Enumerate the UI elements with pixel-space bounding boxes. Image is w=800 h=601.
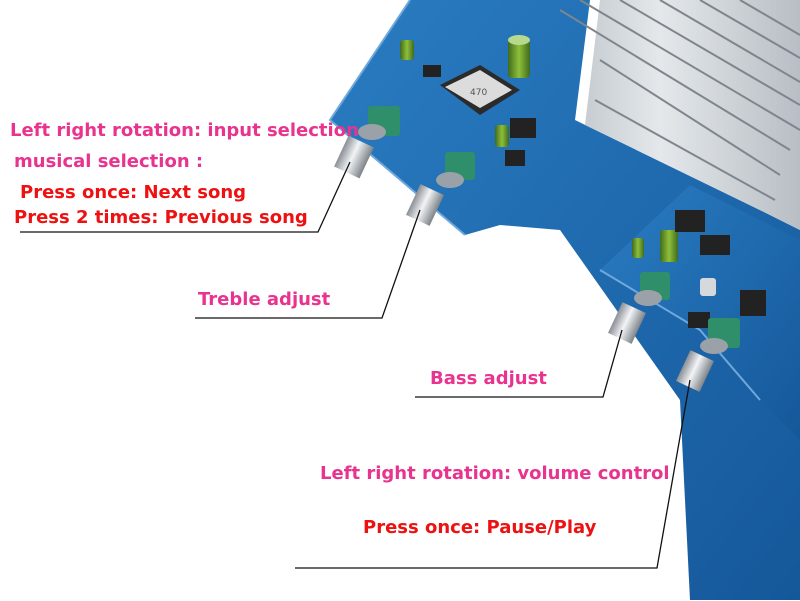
label-treble-adjust: Treble adjust [198,289,331,310]
heatsink-icon [520,0,800,230]
capacitor-icon [400,35,716,296]
chip-icon [423,65,766,328]
label-previous-song: Press 2 times: Previous song [14,207,308,228]
leader-line-input [20,161,351,233]
label-input-rotation: Left right rotation: input selection [10,120,359,141]
label-pause-play: Press once: Pause/Play [363,517,597,538]
label-musical-selection: musical selection : [14,151,204,172]
label-bass-adjust: Bass adjust [430,368,547,389]
potentiometer-knob-icon [676,318,740,392]
leader-lines [20,161,691,569]
label-volume-rotation: Left right rotation: volume control [320,463,670,484]
leader-line-volume [295,379,691,569]
potentiometer-knob-icon [406,152,475,226]
label-next-song: Press once: Next song [20,182,247,203]
inductor-icon: 470 [440,65,520,115]
leader-line-treble [195,209,421,319]
potentiometer-knob-icon [334,106,400,179]
potentiometer-knob-icon [608,272,670,344]
inductor-marking: 470 [470,88,487,98]
leader-line-bass [415,329,623,398]
